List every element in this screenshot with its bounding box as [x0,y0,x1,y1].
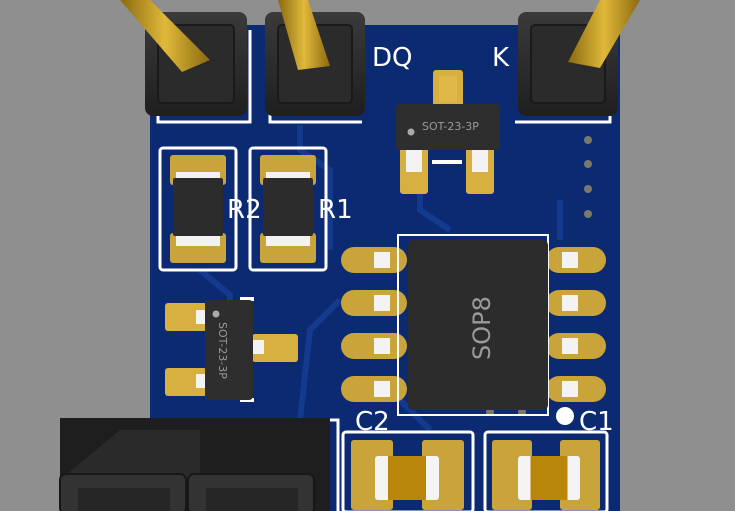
header-pin-1 [120,0,210,72]
capacitor-c1 [483,430,609,511]
sot23-left-label: SOT-23-3P [216,322,229,379]
resistor-r1 [248,146,328,272]
capacitor-c2-body [375,456,439,500]
c1-polarity-dot [556,407,574,425]
sop8-body [408,240,548,410]
pin-header-top [120,0,640,116]
sot23-top: SOT-23-3P [396,70,500,194]
label-dq: DQ [372,43,413,73]
pin-header-bottom [59,418,340,511]
header-pin-3 [568,0,640,68]
sop8-label: SOP8 [468,296,496,360]
sot23-left: SOT-23-3P [165,297,298,402]
header-pin-2 [278,0,330,70]
sot23-top-label: SOT-23-3P [422,120,479,133]
capacitor-c2 [341,430,475,511]
resistor-r2 [158,146,238,272]
resistor-r1-body [263,178,313,236]
resistor-r2-body [173,178,223,236]
sop8-pads [341,247,606,402]
sot23-top-body [396,104,500,150]
label-r2: R2 [227,195,262,225]
capacitor-c1-body [518,456,580,500]
sot23-left-body [205,300,253,400]
label-r1: R1 [318,195,353,225]
label-k: K [492,43,510,73]
